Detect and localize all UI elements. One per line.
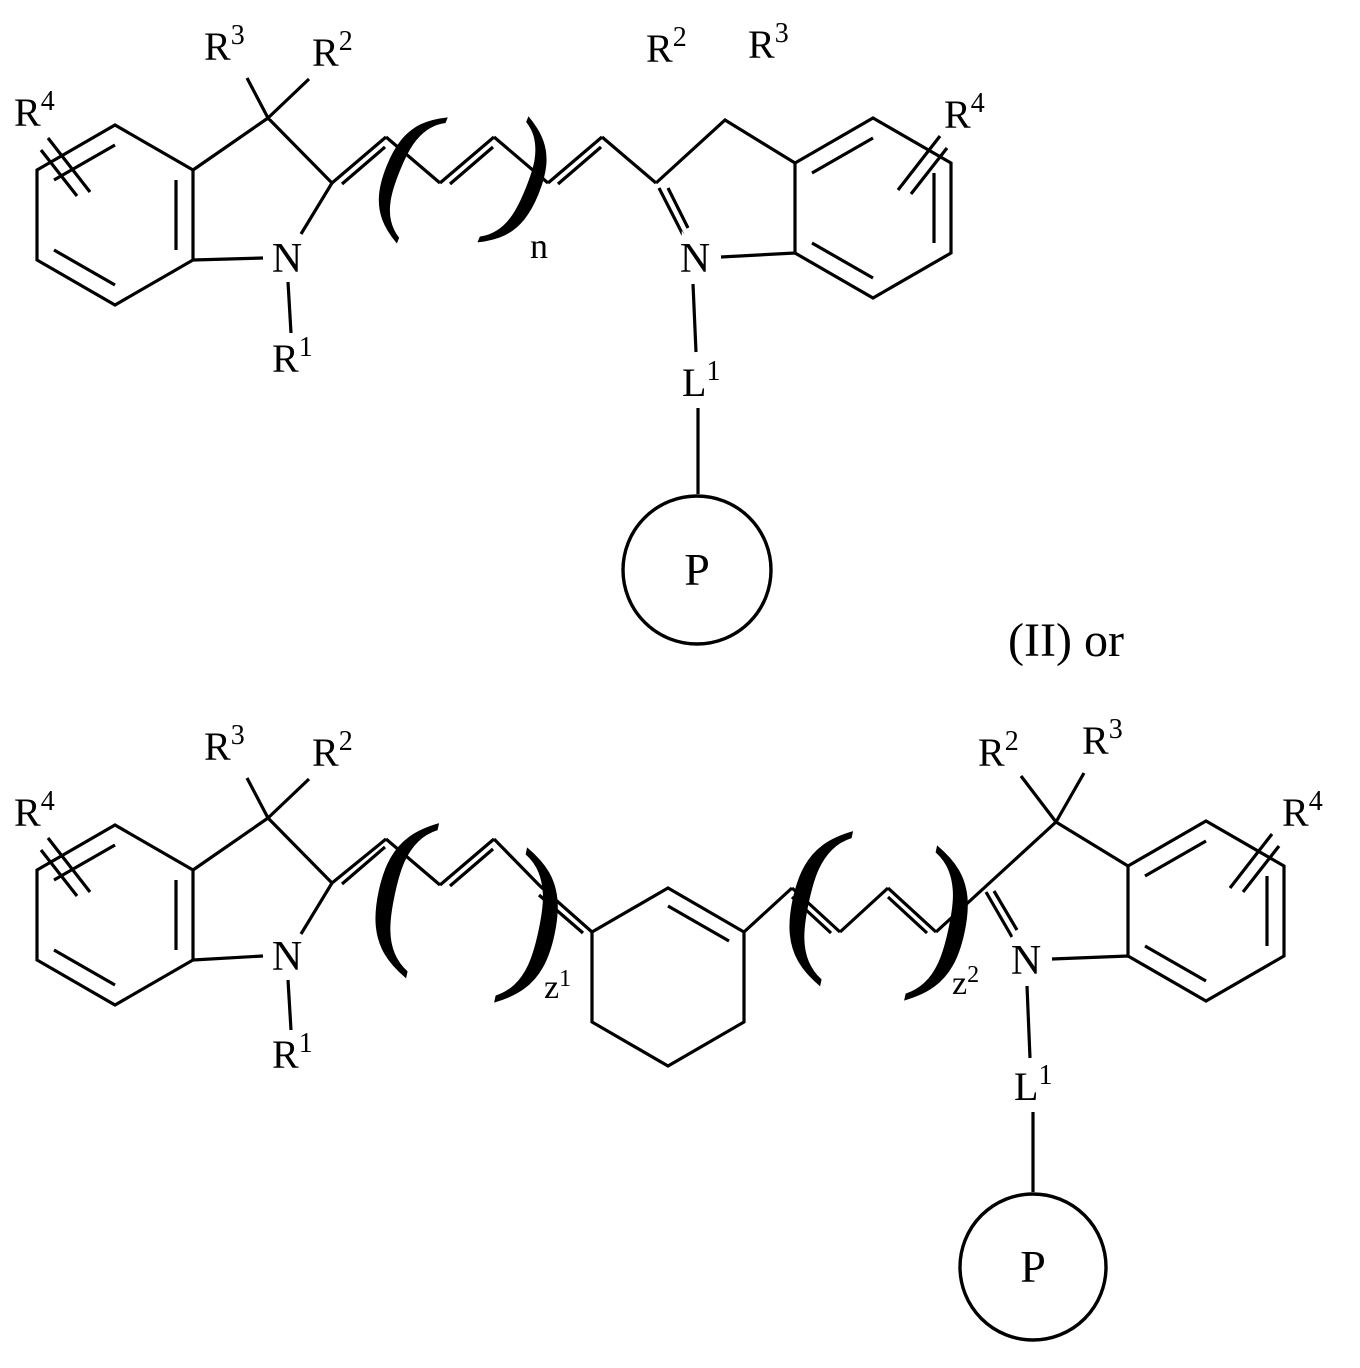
label-r4-bottom-right: R4: [1282, 786, 1323, 835]
label-r2-top-left: R2: [312, 26, 353, 75]
label-r3-top-right: R3: [748, 18, 789, 67]
label-r3-bottom-right: R3: [1082, 714, 1123, 763]
label-r1-bottom-left: R1: [272, 1028, 313, 1077]
repeat-paren-open-bottom-right: (: [768, 786, 865, 988]
nitrogen-atom-top-right: N: [680, 236, 710, 282]
repeat-index-z2: z2: [952, 962, 979, 1002]
nitrogen-atom-bottom-left: N: [272, 934, 302, 980]
label-r4-bottom-left: R4: [14, 786, 55, 835]
payload-circle-bottom: [958, 1192, 1108, 1342]
repeat-paren-open-bottom-left: (: [354, 778, 451, 980]
label-r2-bottom-right: R2: [978, 726, 1019, 775]
label-r4-top-right: R4: [944, 88, 985, 137]
label-r3-bottom-left: R3: [204, 720, 245, 769]
nitrogen-atom-top-left: N: [272, 236, 302, 282]
repeat-index-n: n: [530, 226, 548, 266]
structure-top: R4 R3 R2 N R1 ( ) n R2 R3 R4 N L1 P: [14, 18, 985, 646]
label-r4-top-left: R4: [14, 86, 55, 135]
payload-label-top: P: [684, 544, 710, 595]
bottom-bond-skeleton: [35, 772, 1286, 1192]
top-bond-skeleton: [35, 77, 953, 494]
payload-label-bottom: P: [1020, 1241, 1046, 1292]
label-r1-top-left: R1: [272, 332, 313, 381]
nitrogen-atom-bottom-right: N: [1011, 938, 1041, 984]
label-l1-top: L1: [682, 356, 720, 405]
repeat-index-z1: z1: [544, 966, 571, 1006]
label-r2-top-right: R2: [646, 22, 687, 71]
formula-connector-label: (II) or: [1008, 614, 1124, 667]
structure-bottom: R4 R3 R2 N R1 ( ) z1 ( ) z2 R2 R3 R4 N L…: [14, 714, 1323, 1342]
label-r3-top-left: R3: [204, 20, 245, 69]
repeat-paren-close-top: ): [473, 88, 582, 261]
payload-circle-top: [621, 494, 773, 646]
label-l1-bottom: L1: [1014, 1060, 1052, 1109]
label-r2-bottom-left: R2: [312, 726, 353, 775]
